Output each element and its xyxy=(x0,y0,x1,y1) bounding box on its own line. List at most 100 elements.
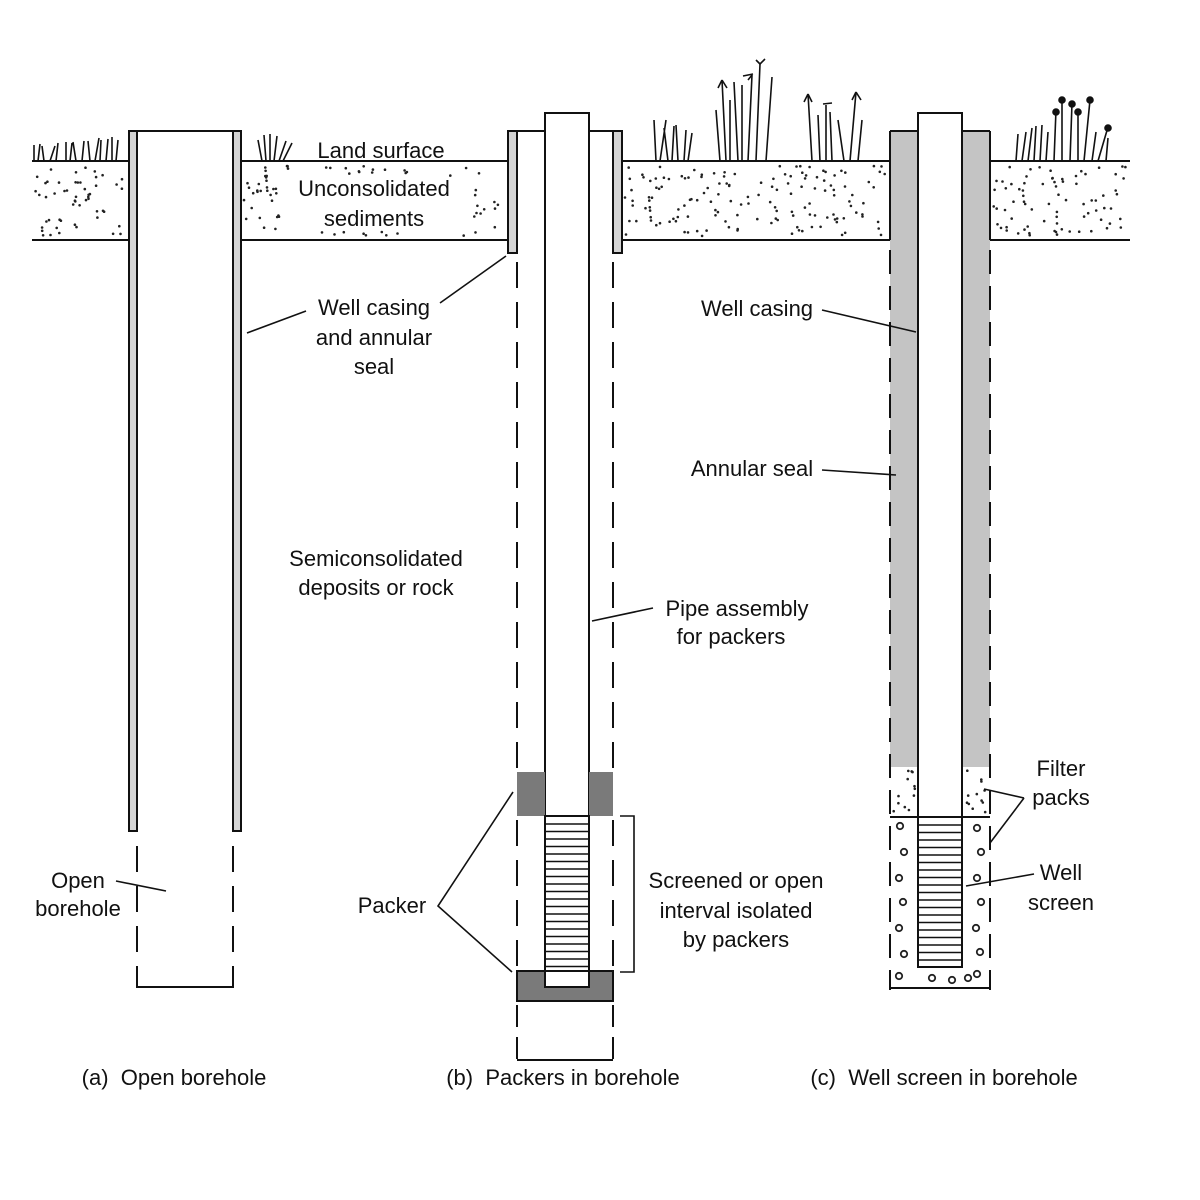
gravel xyxy=(894,971,904,981)
sediment-dot xyxy=(867,180,871,184)
sediment-dot xyxy=(824,170,827,174)
sediment-dot xyxy=(1008,165,1011,169)
sediment-dot xyxy=(630,188,633,192)
packer-screen xyxy=(544,815,590,972)
sediment-dot xyxy=(119,232,122,236)
sediment-dot xyxy=(647,196,651,199)
sediment-dot xyxy=(264,174,267,178)
sediment-dot xyxy=(404,171,408,175)
filter-dot xyxy=(983,810,987,814)
sediment-dot xyxy=(1010,182,1013,186)
sediment-dot xyxy=(648,199,651,202)
label-filter-packs-2: packs xyxy=(1032,785,1089,810)
sediment-dot xyxy=(1023,202,1027,206)
filter-dot xyxy=(897,801,900,805)
sediment-dot xyxy=(876,220,880,224)
sediment-dot xyxy=(111,232,115,236)
sediment-dot xyxy=(815,175,819,179)
sediment-dot xyxy=(1055,215,1058,219)
sediment-dot xyxy=(320,231,324,234)
sediment-dot xyxy=(1055,233,1059,236)
label-packer: Packer xyxy=(358,893,426,918)
label-land-surface: Land surface xyxy=(317,138,444,163)
sediment-dot xyxy=(286,164,289,168)
sediment-dot xyxy=(642,176,645,179)
sediment-dot xyxy=(635,219,638,223)
filter-dot xyxy=(971,807,974,810)
sediment-dot xyxy=(822,169,825,172)
sediment-dot xyxy=(1061,180,1065,183)
sediment-dot xyxy=(680,174,684,178)
sediment-dot xyxy=(58,231,61,235)
sediment-dot xyxy=(705,229,708,232)
sediment-dot xyxy=(1053,229,1056,233)
bracket-screened xyxy=(620,815,635,973)
sediment-dot xyxy=(1026,225,1029,228)
sediment-dot xyxy=(74,195,78,199)
sediment-dot xyxy=(658,165,662,169)
sediment-dot xyxy=(118,224,121,228)
sediment-dot xyxy=(1074,174,1078,178)
sediment-dot xyxy=(1082,202,1085,206)
sediment-dot xyxy=(1038,166,1041,169)
sediment-dot xyxy=(722,175,726,178)
sediment-dot xyxy=(1022,200,1026,203)
casing-right xyxy=(612,130,623,254)
sediment-dot xyxy=(1018,187,1021,191)
sediment-dot xyxy=(1119,226,1123,229)
sediment-dot xyxy=(999,226,1003,230)
leader-well-screen xyxy=(965,873,1035,887)
sediment-dot xyxy=(41,234,45,237)
leader-casing-b xyxy=(439,255,507,304)
sediment-dot xyxy=(120,187,124,190)
sediment-dot xyxy=(716,210,720,214)
sediment-dot xyxy=(76,181,80,184)
sediment-dot xyxy=(995,207,998,210)
sediment-dot xyxy=(995,179,998,183)
sediment-dot xyxy=(654,177,658,180)
sediment-dot xyxy=(808,165,811,169)
filter-dot xyxy=(975,792,979,796)
sediment-dot xyxy=(1055,222,1059,225)
filter-dot xyxy=(913,787,917,791)
sediment-dot xyxy=(776,218,779,222)
sediment-dot xyxy=(668,220,671,223)
sediment-dot xyxy=(631,204,634,207)
sediment-dot xyxy=(648,209,652,212)
sediment-dot xyxy=(624,233,628,236)
sediment-dot xyxy=(1090,229,1093,233)
label-unconsolidated-1: Unconsolidated xyxy=(298,176,450,201)
sediment-dot xyxy=(120,177,124,181)
gravel xyxy=(972,873,982,883)
sediment-dot xyxy=(676,215,680,219)
sediment-dot xyxy=(660,185,663,189)
filter-pack-gravel xyxy=(894,821,986,985)
panel-a-open-borehole xyxy=(128,130,242,988)
sediment-dot xyxy=(275,192,278,195)
caption-c: (c) Well screen in borehole xyxy=(810,1065,1077,1090)
upper-packer-right xyxy=(589,772,613,816)
sediment-dot xyxy=(1023,228,1026,231)
gravel xyxy=(972,823,982,833)
sediment-dot xyxy=(475,211,478,215)
sediment-dot xyxy=(251,191,255,195)
sediment-dot xyxy=(1114,172,1117,176)
sediment-dot xyxy=(1077,230,1081,233)
gravel xyxy=(963,973,973,983)
sediment-dot xyxy=(799,164,802,168)
sediment-dot xyxy=(832,194,836,197)
gravel xyxy=(927,973,937,983)
sediment-dot xyxy=(832,213,835,216)
sediment-dot xyxy=(808,213,812,216)
sediment-dot xyxy=(813,214,817,217)
sediment-dot xyxy=(1021,189,1025,192)
gravel xyxy=(895,821,905,831)
sediment-dot xyxy=(800,185,803,188)
sediment-dot xyxy=(736,213,739,217)
label-screened-1: Screened or open xyxy=(649,868,824,893)
annular-seal-right xyxy=(962,131,990,767)
label-well-screen-1: Well xyxy=(1040,860,1082,885)
sediment-dot xyxy=(348,172,351,175)
sediment-dot xyxy=(246,181,249,185)
borehole-bottom xyxy=(136,973,234,988)
